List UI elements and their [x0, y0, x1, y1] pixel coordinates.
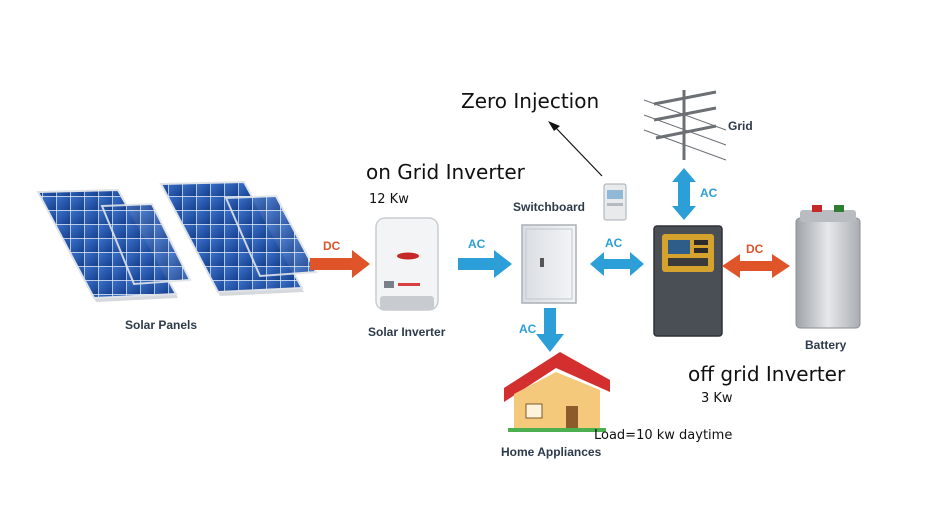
flow-label-ac-home: AC	[519, 322, 537, 336]
flow-label-ac-offgrid: AC	[605, 236, 623, 250]
dc-arrow-battery	[722, 254, 790, 278]
zero-injection-pointer-head	[548, 121, 560, 131]
dc-arrow-panels	[310, 250, 370, 278]
flow-label-ac-inverter: AC	[468, 237, 486, 251]
switchboard-label: Switchboard	[513, 200, 586, 214]
home	[504, 352, 610, 432]
battery-label: Battery	[805, 338, 847, 352]
ac-arrow-home	[536, 308, 564, 352]
on-grid-power: 12 Kw	[369, 192, 409, 207]
solar-panels	[36, 180, 318, 302]
home-appliances-label: Home Appliances	[501, 445, 602, 459]
zero-injection-label: Zero Injection	[461, 89, 600, 113]
grid-label: Grid	[728, 119, 753, 133]
grid-pole	[643, 90, 727, 161]
on-grid-title: on Grid Inverter	[366, 160, 525, 184]
battery	[795, 205, 861, 329]
solar-panels-label: Solar Panels	[125, 318, 198, 332]
ac-arrow-grid	[672, 168, 696, 220]
off-grid-title: off grid Inverter	[688, 362, 846, 386]
solar-inverter-label: Solar Inverter	[368, 325, 446, 339]
switchboard	[521, 224, 577, 304]
load-label: Load=10 kw daytime	[594, 428, 733, 443]
solar-inverter	[375, 217, 439, 311]
ac-arrow-inverter	[458, 250, 512, 278]
flow-label-dc-panels: DC	[323, 239, 341, 253]
zero-injection-meter	[603, 183, 627, 221]
off-grid-inverter	[653, 225, 723, 337]
off-grid-power: 3 Kw	[701, 391, 733, 406]
zero-injection-pointer	[555, 127, 603, 177]
flow-label-ac-grid: AC	[700, 186, 718, 200]
flow-label-dc-battery: DC	[746, 242, 764, 256]
ac-arrow-switchboard-offgrid	[590, 252, 644, 276]
